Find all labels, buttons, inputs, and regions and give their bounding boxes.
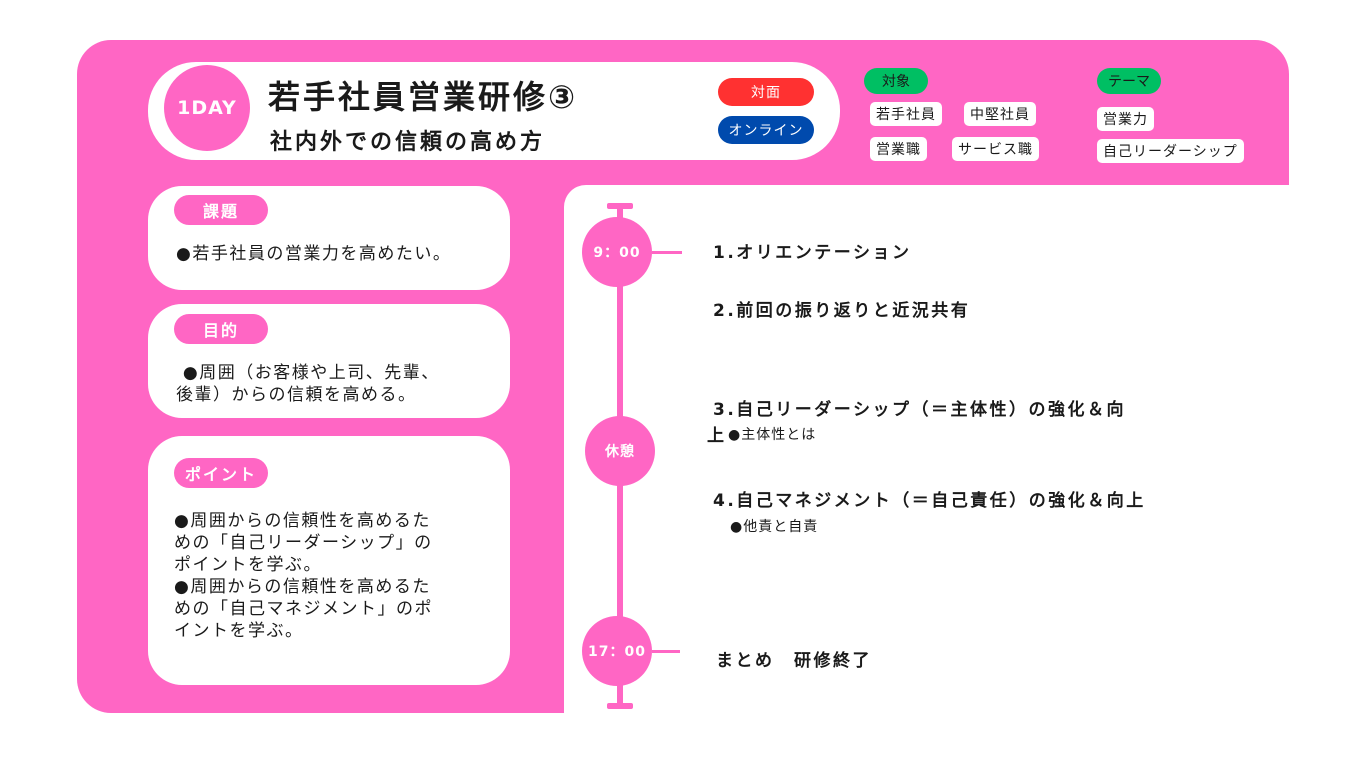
target-label: 対象 <box>864 68 928 94</box>
start-time-marker: 9：00 <box>582 217 652 287</box>
issue-text: ●若手社員の営業力を高めたい。 <box>176 244 452 264</box>
target-tag: サービス職 <box>952 137 1039 161</box>
agenda-item-3-detail: ●主体性とは <box>728 427 817 443</box>
title-card <box>148 62 840 160</box>
mode-online-badge: オンライン <box>718 116 814 144</box>
end-time-marker: 17：00 <box>582 616 652 686</box>
purpose-text: ●周囲（お客様や上司、先輩、 後輩）からの信頼を高める。 <box>176 363 440 405</box>
break-marker: 休憩 <box>585 416 655 486</box>
agenda-item-5: まとめ 研修終了 <box>716 651 872 671</box>
target-tag: 若手社員 <box>870 102 942 126</box>
page-subtitle: 社内外での信頼の高め方 <box>270 130 546 155</box>
timeline-panel <box>564 185 1304 745</box>
theme-tag: 自己リーダーシップ <box>1097 139 1244 163</box>
agenda-item-4-detail: ●他責と自責 <box>730 519 819 535</box>
timeline-tick <box>652 251 682 254</box>
mode-in-person-badge: 対面 <box>718 78 814 106</box>
theme-label: テーマ <box>1097 68 1161 94</box>
purpose-label: 目的 <box>174 314 268 344</box>
page-title: 若手社員営業研修③ <box>268 78 579 116</box>
agenda-item-2: 2.前回の振り返りと近況共有 <box>713 301 971 321</box>
agenda-item-1: 1.オリエンテーション <box>713 243 912 263</box>
theme-tag: 営業力 <box>1097 107 1154 131</box>
timeline-tick <box>652 650 680 653</box>
timeline-bottom-cap <box>607 703 633 709</box>
point-text: ●周囲からの信頼性を高めるた めの「自己リーダーシップ」の ポイントを学ぶ。 ●… <box>174 511 433 641</box>
timeline-top-cap <box>607 203 633 209</box>
issue-label: 課題 <box>174 195 268 225</box>
target-tag: 営業職 <box>870 137 927 161</box>
target-tag: 中堅社員 <box>964 102 1036 126</box>
point-label: ポイント <box>174 458 268 488</box>
agenda-item-3: 3.自己リーダーシップ（＝主体性）の強化＆向 <box>713 400 1126 420</box>
agenda-item-3-tail: 上 <box>707 426 727 446</box>
day-badge: 1DAY <box>164 65 250 151</box>
agenda-item-4: 4.自己マネジメント（＝自己責任）の強化＆向上 <box>713 491 1146 511</box>
